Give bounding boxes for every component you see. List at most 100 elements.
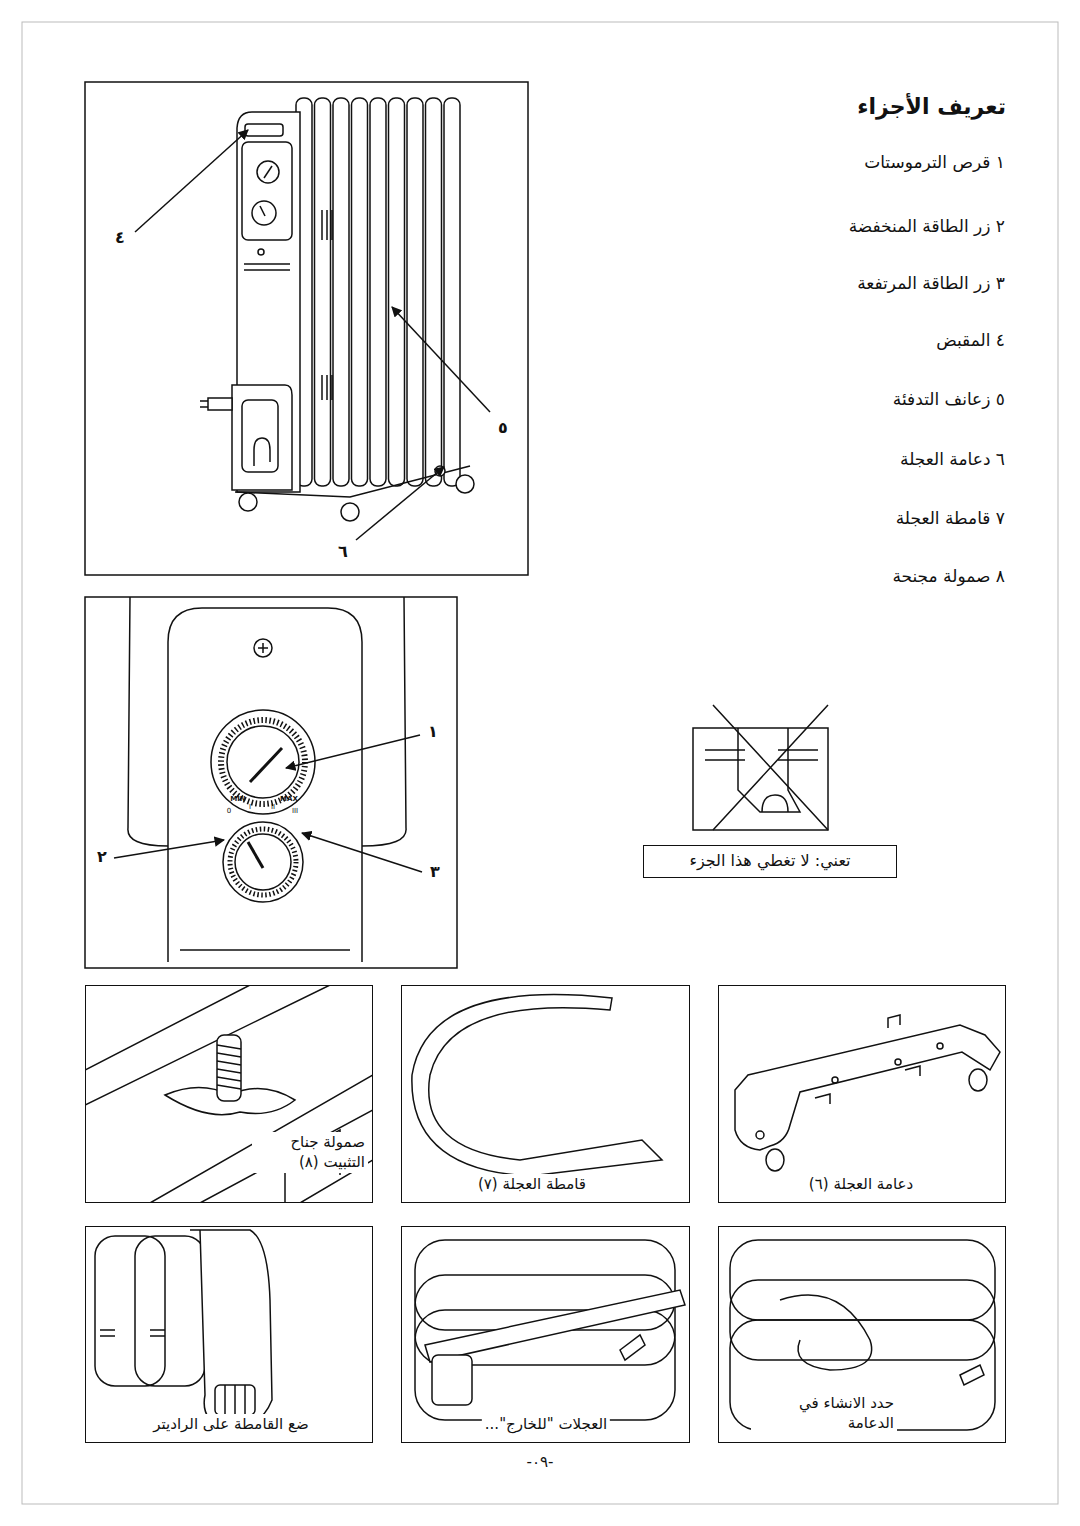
clamp-on-radiator-sketch-part (100, 1330, 165, 1336)
heater-figure-part (257, 161, 279, 183)
wheel-support-sketch (735, 1015, 1000, 1171)
clamp-on-radiator-sketch-part (215, 1385, 255, 1415)
wheel-support-sketch-part (735, 1025, 1000, 1150)
heater-figure-part (322, 210, 332, 400)
heater-figure-part (200, 401, 208, 407)
wheels-outward-sketch (415, 1240, 685, 1420)
heater-figure-part (260, 206, 265, 216)
wheel-support-sketch-part (895, 1059, 901, 1065)
part-panel: صمولة جناح التثبيت (٨) (85, 985, 373, 1203)
part-list-item: ٤ المقبض (936, 330, 1005, 350)
control-panel-figure-part (286, 735, 420, 768)
meaning-box: تعني: لا تغطي هذا الجزء (643, 845, 897, 878)
heater-figure-part (239, 493, 257, 511)
control-panel-figure-part (168, 608, 362, 962)
clamp-on-radiator-sketch-part (135, 1236, 205, 1386)
wheel-support-sketch-part (969, 1069, 987, 1091)
control-panel-figure-part (258, 643, 268, 653)
heater-figure-part (208, 398, 232, 410)
do-not-cover-symbol (693, 705, 828, 830)
heater-figure-part (242, 400, 278, 472)
dial-mark: I (249, 803, 251, 811)
support-mount-sketch-part (780, 1295, 872, 1370)
heater-figure-part (245, 124, 283, 136)
control-panel-figure-part (250, 748, 282, 782)
dial-mark: II (271, 803, 275, 811)
heater-figure-part (444, 98, 460, 486)
part-list-item: ٧ قامطة العجلة (896, 508, 1005, 528)
control-panel-figure-part (211, 710, 315, 814)
control-panel-figure (85, 597, 457, 968)
heater-figure-part (389, 98, 405, 486)
part-list-item: ٣ زر الطاقة المرتفعة (857, 273, 1005, 293)
wing-nut-sketch-part (85, 985, 373, 1203)
callout-number: ٥ (498, 418, 508, 437)
control-panel-figure-part (114, 840, 224, 858)
part-list-item: ٨ صمولة مجنحة (892, 566, 1005, 586)
control-panel-figure-part (235, 834, 291, 890)
part-list-item: ١ قرص الترموستات (864, 152, 1005, 172)
heater-figure-part (407, 98, 423, 486)
clamp-on-radiator-sketch (95, 1230, 272, 1430)
meaning-text: تعني: لا تغطي هذا الجزء (683, 851, 856, 872)
wheel-clamp-sketch (412, 995, 662, 1176)
dial-mark: MAX (280, 795, 298, 803)
panel-caption: دعامة العجلة (٦) (806, 1174, 916, 1196)
control-panel-figure-part (254, 639, 272, 657)
panel-caption: صمولة جناح التثبيت (٨) (252, 1132, 368, 1173)
panel-caption: قامطة العجلة (٧) (475, 1174, 589, 1196)
wing-nut-sketch-part (217, 1035, 241, 1101)
panel-caption: حدد الانشاء في الدعامة (751, 1393, 897, 1434)
do-not-cover-symbol-part (713, 705, 828, 830)
heater-figure-part (135, 130, 248, 232)
dial-mark: III (292, 807, 298, 815)
control-panel-figure-part (362, 597, 406, 846)
control-panel-figure-part (302, 833, 422, 872)
do-not-cover-symbol-part (762, 795, 788, 812)
part-panel: دعامة العجلة (٦) (718, 985, 1006, 1203)
control-panel-figure-part (223, 822, 303, 902)
wing-nut-sketch-part (217, 1045, 241, 1089)
step-panel: ضع القامطة على الراديتر (85, 1226, 373, 1443)
wheels-outward-sketch-part (425, 1290, 685, 1362)
heater-figure-part (456, 475, 474, 493)
page-number: -٠٩- (527, 1453, 554, 1471)
wheel-support-sketch-part (832, 1077, 838, 1083)
wheel-support-sketch-part (756, 1131, 764, 1139)
wing-nut-sketch (85, 985, 373, 1203)
control-panel-figure-part (230, 829, 296, 895)
control-panel-figure-part (85, 597, 457, 968)
heater-figure-part (85, 82, 528, 575)
heater-figure-part (356, 467, 444, 540)
callout-number: ٤ (115, 228, 125, 247)
panel-caption: ضع القامطة على الراديتر (150, 1414, 312, 1436)
heater-figure-part (426, 98, 442, 486)
control-panel-figure-part (180, 949, 350, 951)
heater-figure-part (341, 503, 359, 521)
page-title: تعريف الأجزاء (857, 94, 1006, 120)
heater-figure-part (370, 98, 386, 486)
wheel-support-sketch-part (766, 1149, 784, 1171)
callout-number: ٣ (430, 862, 440, 881)
control-panel-figure-part (128, 597, 168, 846)
part-list-item: ٢ زر الطاقة المنخفضة (849, 216, 1005, 236)
wheels-outward-sketch-part (620, 1335, 645, 1360)
heater-figure-part (254, 438, 270, 466)
control-panel-figure-part (221, 720, 305, 804)
heater-figure-part (235, 466, 470, 497)
heater-figure-part (264, 166, 272, 178)
wheels-outward-sketch-part (432, 1355, 472, 1405)
heater-figure-part (244, 264, 290, 270)
heater-figure (85, 82, 528, 575)
clamp-on-radiator-sketch-part (225, 1385, 245, 1415)
part-list-item: ٥ زعانف التدفئة (893, 389, 1005, 409)
dial-mark: 0 (227, 807, 231, 815)
clamp-on-radiator-sketch-part (190, 1230, 272, 1430)
callout-number: ٦ (338, 542, 348, 561)
wheel-support-sketch-part (815, 1015, 920, 1104)
step-panel: حدد الانشاء في الدعامة (718, 1226, 1006, 1443)
heater-figure-part (392, 307, 490, 412)
wheel-clamp-sketch-part (412, 995, 662, 1176)
panel-caption: العجلات "للخارج"... (482, 1414, 610, 1436)
